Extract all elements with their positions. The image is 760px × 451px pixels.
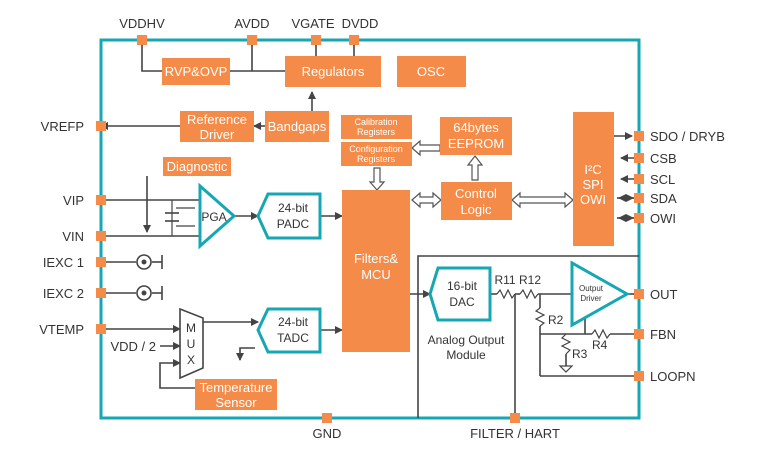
svg-text:Control: Control [455,186,497,201]
tadc-block: 24-bit TADC [256,307,322,354]
svg-text:Calibration: Calibration [354,117,397,127]
chip-outline [99,38,641,420]
resistor-r11-label: R11 [494,273,515,287]
resistor-r12-label: R12 [519,273,541,287]
output-driver-amplifier: Output Driver [570,260,631,328]
svg-text:SPI: SPI [583,177,604,192]
pin-label-csb: CSB [650,151,677,166]
interface-block: I²C SPI OWI [573,112,614,246]
svg-text:I²C: I²C [584,162,601,177]
pin-label-iexc1: IEXC 1 [43,255,84,270]
configuration-registers-block: Configuration Registers [341,142,412,166]
svg-text:64bytes: 64bytes [453,120,499,135]
svg-text:Logic: Logic [460,202,492,217]
pin-label-out: OUT [650,287,678,302]
reference-driver-block: Reference Driver [180,111,254,142]
svg-text:Regulators: Regulators [302,64,365,79]
pin-label-vddhv: VDDHV [119,16,165,31]
pin-labels: VDDHV AVDD VGATE DVDD VREFP VIP VIN IEXC… [39,16,725,441]
current-source-iexc1 [136,254,163,270]
pin-label-sda: SDA [650,191,677,206]
pin-label-filter-hart: FILTER / HART [470,426,560,441]
pin-label-vtemp: VTEMP [39,322,84,337]
svg-text:Configuration: Configuration [349,144,403,154]
bus-arrows [368,139,574,209]
control-logic-block: Control Logic [441,182,512,220]
svg-text:RVP&OVP: RVP&OVP [165,64,228,79]
svg-text:Registers: Registers [357,154,396,164]
svg-text:Driver: Driver [580,294,602,303]
wires [100,40,639,418]
svg-text:EEPROM: EEPROM [448,136,504,151]
svg-text:PGA: PGA [201,210,226,224]
rvp-ovp-block: RVP&OVP [162,58,230,85]
pin-label-vrefp: VREFP [41,119,84,134]
pga-amplifier: PGA [198,182,237,250]
svg-text:OWI: OWI [580,192,606,207]
pin-label-fbn: FBN [650,327,676,342]
svg-text:Bandgaps: Bandgaps [268,119,327,134]
pin-label-owi: OWI [650,211,676,226]
svg-text:Driver: Driver [200,127,235,142]
pin-label-avdd: AVDD [234,16,269,31]
svg-text:TADC: TADC [277,331,309,345]
svg-text:MCU: MCU [361,267,391,282]
svg-text:Temperature: Temperature [200,380,273,395]
pin-label-loopn: LOOPN [650,369,696,384]
svg-text:Filters&: Filters& [354,251,398,266]
padc-block: 24-bit PADC [256,192,322,240]
resistor-r4-label: R4 [592,338,608,352]
pin-label-vdd-half: VDD / 2 [110,339,156,354]
eeprom-block: 64bytes EEPROM [440,117,512,155]
svg-text:Diagnostic: Diagnostic [167,159,228,174]
svg-text:Registers: Registers [357,127,396,137]
osc-block: OSC [397,56,466,87]
svg-text:X: X [187,353,195,367]
current-source-iexc2 [136,285,163,301]
pin-label-dvdd: DVDD [342,16,379,31]
temperature-sensor-block: Temperature Sensor [195,379,277,410]
pin-label-vip: VIP [63,193,84,208]
svg-text:PADC: PADC [277,217,310,231]
dac-block: 16-bit DAC [428,266,492,322]
pin-markers [96,35,644,423]
regulators-block: Regulators [285,56,381,87]
pin-label-iexc2: IEXC 2 [43,286,84,301]
svg-text:24-bit: 24-bit [278,201,309,215]
svg-text:Output: Output [579,284,604,293]
pin-label-vin: VIN [62,229,84,244]
svg-text:Reference: Reference [187,112,247,127]
diagnostic-block: Diagnostic [163,157,231,176]
svg-text:16-bit: 16-bit [447,279,478,293]
pin-label-gnd: GND [313,426,342,441]
analog-output-module-label-1: Analog Output [428,333,505,347]
svg-text:OSC: OSC [417,64,445,79]
svg-text:M: M [186,321,196,335]
calibration-registers-block: Calibration Registers [341,115,412,139]
analog-output-module-label-2: Module [446,348,486,362]
pin-label-scl: SCL [650,172,675,187]
svg-text:DAC: DAC [449,295,475,309]
filters-mcu-block: Filters& MCU [342,190,410,352]
pin-label-sdo-dryb: SDO / DRYB [650,129,725,144]
svg-text:24-bit: 24-bit [278,315,309,329]
mux-block: M U X [179,307,204,380]
svg-text:U: U [187,337,196,351]
resistor-r2-label: R2 [548,313,564,327]
component-labels: R11 R12 R2 R3 R4 Analog Output Module [428,273,608,362]
resistor-r3-label: R3 [572,347,588,361]
bandgaps-block: Bandgaps [265,111,329,142]
svg-text:Sensor: Sensor [215,395,257,410]
pin-label-vgate: VGATE [291,16,334,31]
